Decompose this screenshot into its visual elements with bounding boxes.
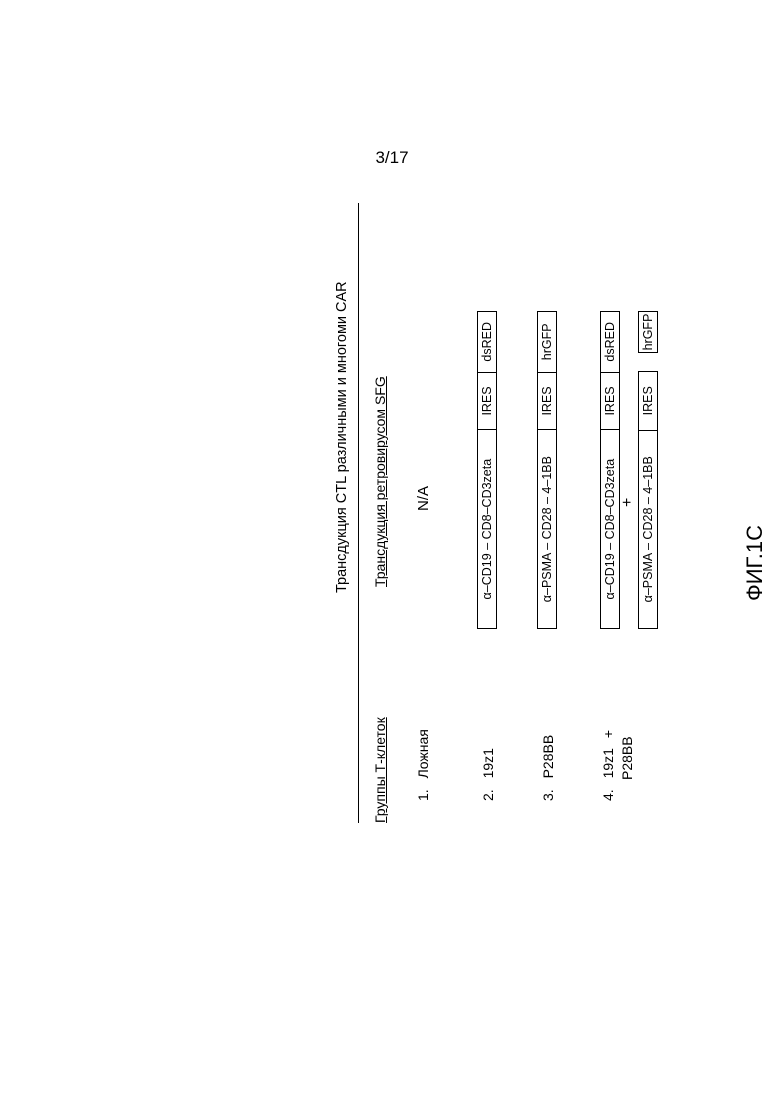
car-segment: α–CD19 – CD8–CD3zeta (601, 429, 619, 628)
figure-caption: ФИГ.1С (742, 525, 768, 601)
figure-row-4-layer: 4. 19z1 + P28BB α–CD19 – CD8–CD3zeta IRE… (255, 203, 585, 823)
row-4-construct-b: α–PSMA – CD28 – 4–1BB IRES (638, 371, 658, 629)
row-4-label-1: 19z1 (600, 748, 616, 778)
marker-segment: hrGFP (639, 312, 657, 352)
ires-segment: IRES (639, 372, 657, 430)
car-segment: α–PSMA – CD28 – 4–1BB (639, 430, 657, 628)
page-number: 3/17 (362, 148, 422, 168)
construct-plus: + (619, 498, 637, 507)
row-4-plus: + (600, 730, 616, 738)
row-4-group: 4. 19z1 + (600, 730, 616, 801)
ires-segment: IRES (601, 372, 619, 430)
row-4-number: 4. (600, 789, 616, 801)
row-4-marker-b: hrGFP (638, 311, 658, 353)
row-4-construct-a: α–CD19 – CD8–CD3zeta IRES dsRED (600, 311, 620, 629)
row-4-label-2: P28BB (619, 736, 635, 780)
marker-segment: dsRED (601, 312, 619, 372)
